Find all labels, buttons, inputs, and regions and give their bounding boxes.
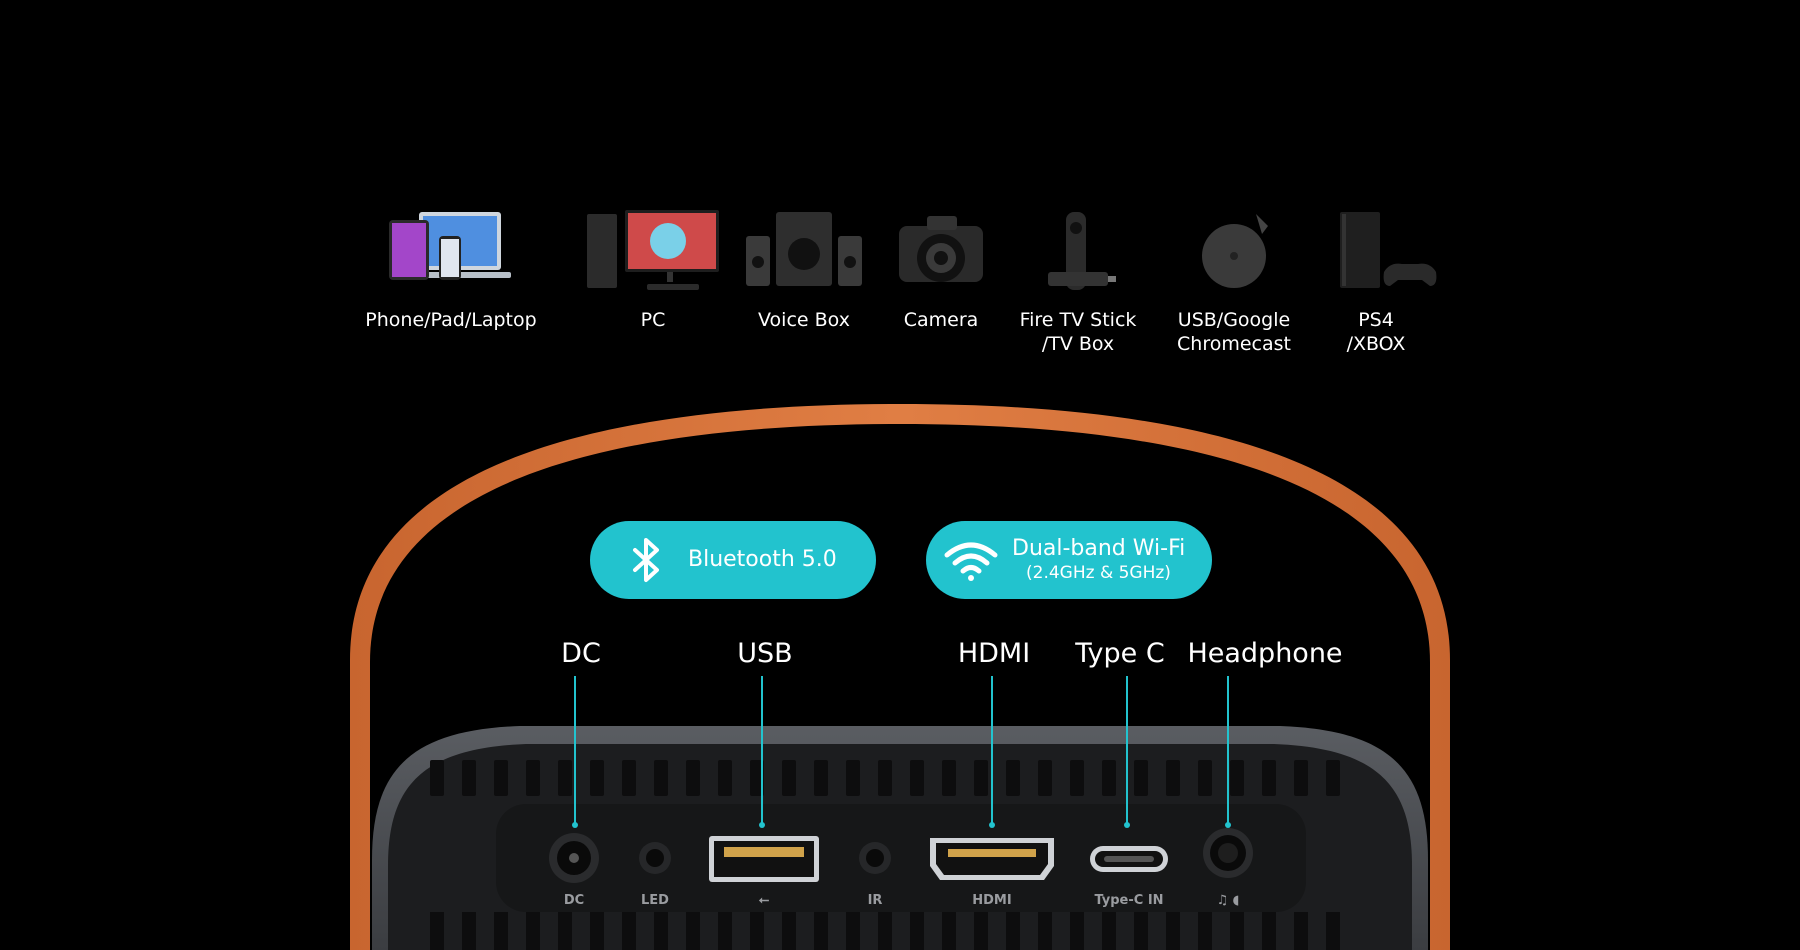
panel-label-dc: DC xyxy=(564,893,584,908)
panel-label-type-c: Type-C IN xyxy=(1094,893,1163,908)
device-phone-pad-laptop: Phone/Pad/Laptop xyxy=(356,206,546,332)
type-c-port xyxy=(1090,846,1168,872)
wifi-label: Dual-band Wi-Fi xyxy=(1012,536,1186,561)
leader-dot-usb xyxy=(759,822,765,828)
hdmi-port xyxy=(930,838,1054,880)
leader-dot-type-c xyxy=(1124,822,1130,828)
bluetooth-badge: Bluetooth 5.0 xyxy=(590,521,876,599)
compatible-devices: Phone/Pad/Laptop PC Vo xyxy=(0,0,1800,380)
port-label-headphone: Headphone xyxy=(1187,638,1343,669)
device-fire-tv-stick: Fire TV Stick /TV Box xyxy=(983,206,1173,356)
speaker-icon xyxy=(734,206,874,296)
phone-pad-laptop-icon xyxy=(381,206,521,296)
device-label: PC xyxy=(640,309,666,331)
device-label: Camera xyxy=(903,309,979,331)
panel-label-hdmi: HDMI xyxy=(972,893,1011,908)
panel-label-led: LED xyxy=(641,893,669,908)
device-pc: PC xyxy=(558,206,748,332)
leader-line-type-c xyxy=(1126,676,1128,824)
leader-dot-hdmi xyxy=(989,822,995,828)
device-label: USB/Google Chromecast xyxy=(1177,309,1291,355)
console-icon xyxy=(1306,206,1446,296)
device-ps4-xbox: PS4 /XBOX xyxy=(1281,206,1471,356)
bluetooth-icon xyxy=(624,535,668,585)
leader-line-hdmi xyxy=(991,676,993,824)
port-label-usb: USB xyxy=(737,638,793,669)
chromecast-icon xyxy=(1164,206,1304,296)
leader-line-dc xyxy=(574,676,576,824)
usb-port xyxy=(709,836,819,882)
camera-icon xyxy=(871,206,1011,296)
device-label: Voice Box xyxy=(758,309,850,331)
device-label: PS4 /XBOX xyxy=(1346,309,1406,355)
ir-sensor xyxy=(859,842,891,874)
device-voice-box: Voice Box xyxy=(709,206,899,332)
port-label-type-c: Type C xyxy=(1075,638,1165,669)
panel-label-headphone: ♫ ◖ xyxy=(1216,893,1239,908)
pc-icon xyxy=(583,206,723,296)
leader-dot-headphone xyxy=(1225,822,1231,828)
leader-line-usb xyxy=(761,676,763,824)
wifi-sublabel: (2.4GHz & 5GHz) xyxy=(1026,563,1171,583)
bluetooth-label: Bluetooth 5.0 xyxy=(688,547,837,572)
wifi-icon xyxy=(940,535,1002,585)
fire-tv-stick-icon xyxy=(1008,206,1148,296)
device-camera: Camera xyxy=(846,206,1036,332)
device-chromecast: USB/Google Chromecast xyxy=(1139,206,1329,356)
port-label-hdmi: HDMI xyxy=(957,638,1031,669)
dc-port xyxy=(549,833,599,883)
leader-line-headphone xyxy=(1227,676,1229,824)
device-label: Phone/Pad/Laptop xyxy=(365,309,537,331)
headphone-jack xyxy=(1203,828,1253,878)
port-panel xyxy=(496,804,1306,912)
wifi-badge: Dual-band Wi-Fi (2.4GHz & 5GHz) xyxy=(926,521,1212,599)
led-indicator xyxy=(639,842,671,874)
panel-label-ir: IR xyxy=(868,893,883,908)
device-label: Fire TV Stick /TV Box xyxy=(1019,309,1137,355)
port-label-dc: DC xyxy=(561,638,601,669)
leader-dot-dc xyxy=(572,822,578,828)
panel-label-usb: ⭠ xyxy=(759,893,770,908)
